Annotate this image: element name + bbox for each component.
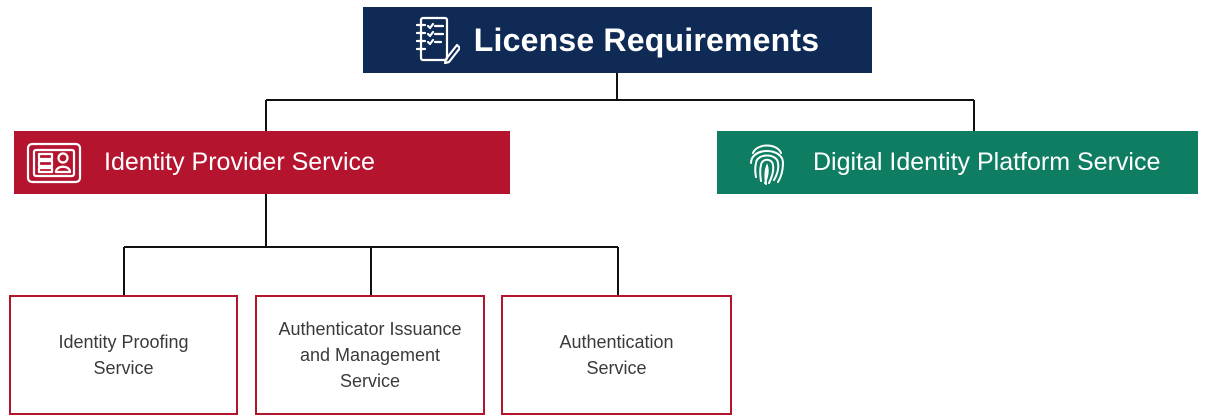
fingerprint-icon [747,139,787,187]
checklist-icon [415,15,460,65]
node-label: Authenticator Issuance and Management Se… [278,319,462,391]
root-title: License Requirements [473,21,820,58]
root-node-license-requirements: License Requirements [363,7,872,73]
node-identity-proofing-service: Identity Proofing Service [9,295,238,415]
node-authenticator-issuance-and-management-service: Authenticator Issuance and Management Se… [255,295,485,415]
node-label: Identity Proofing Service [58,332,189,378]
node-identity-provider-service: Identity Provider Service [14,131,510,194]
node-label: Authentication Service [559,332,674,378]
node-label: Digital Identity Platform Service [813,148,1161,176]
node-authentication-service: Authentication Service [501,295,732,415]
id-card-icon [26,142,82,184]
node-label: Identity Provider Service [104,148,375,176]
node-digital-identity-platform-service: Digital Identity Platform Service [717,131,1198,194]
